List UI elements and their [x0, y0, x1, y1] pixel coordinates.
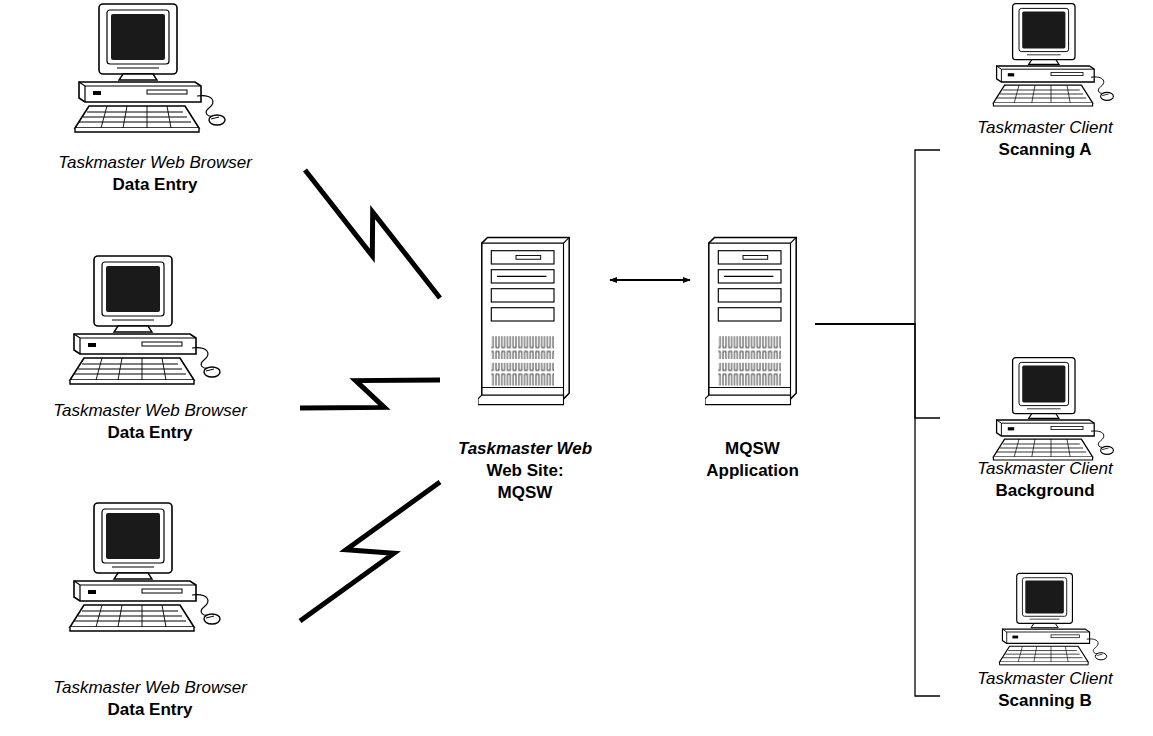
node-sublabel: Web Site: MQSW — [470, 460, 580, 504]
network-link — [305, 170, 440, 298]
label-group: Taskmaster ClientBackground — [940, 458, 1150, 502]
node-sublabel: Data Entry — [0, 422, 300, 444]
node-label: Taskmaster Web Browser — [0, 677, 300, 699]
node-label: Taskmaster Client — [940, 668, 1150, 690]
computer-icon — [62, 254, 222, 394]
computer-icon — [62, 501, 222, 641]
connector-line — [815, 150, 940, 324]
computer-node: Taskmaster Web BrowserData Entry — [0, 250, 300, 447]
server-icon — [705, 232, 800, 410]
connector-line — [610, 279, 690, 281]
network-link — [300, 380, 440, 408]
node-sublabel: Data Entry — [0, 699, 300, 721]
label-group: MQSW Application — [690, 438, 815, 482]
computer-icon — [67, 2, 227, 142]
network-link — [300, 482, 440, 621]
computer-icon — [976, 572, 1126, 672]
server-node: MQSW Application — [690, 232, 815, 485]
node-label: Taskmaster Client — [940, 458, 1150, 480]
label-group: Taskmaster ClientScanning A — [940, 117, 1150, 161]
node-sublabel: Scanning B — [940, 690, 1150, 712]
node-label: MQSW Application — [700, 438, 805, 482]
connector-line — [815, 324, 940, 418]
node-label: Taskmaster Web Browser — [0, 400, 300, 422]
node-sublabel: Scanning A — [940, 139, 1150, 161]
computer-icon — [976, 2, 1126, 114]
node-label: Taskmaster Web Browser — [5, 152, 305, 174]
label-group: Taskmaster ClientScanning B — [940, 668, 1150, 712]
connector-line — [815, 324, 940, 696]
computer-node: Taskmaster Web BrowserData Entry — [5, 0, 305, 199]
node-sublabel: Data Entry — [5, 174, 305, 196]
computer-node: Taskmaster ClientScanning A — [940, 0, 1150, 164]
label-group: Taskmaster Web BrowserData Entry — [0, 677, 300, 721]
server-icon — [478, 232, 573, 410]
computer-node: Taskmaster Web BrowserData Entry — [0, 495, 300, 724]
node-label: Taskmaster Web — [440, 438, 610, 460]
label-group: Taskmaster WebWeb Site: MQSW — [440, 438, 610, 504]
computer-node: Taskmaster ClientBackground — [940, 350, 1150, 505]
node-label: Taskmaster Client — [940, 117, 1150, 139]
server-node: Taskmaster WebWeb Site: MQSW — [440, 232, 610, 507]
label-group: Taskmaster Web BrowserData Entry — [5, 152, 305, 196]
computer-node: Taskmaster ClientScanning B — [940, 572, 1150, 715]
node-sublabel: Background — [940, 480, 1150, 502]
label-group: Taskmaster Web BrowserData Entry — [0, 400, 300, 444]
computer-icon — [976, 356, 1126, 468]
